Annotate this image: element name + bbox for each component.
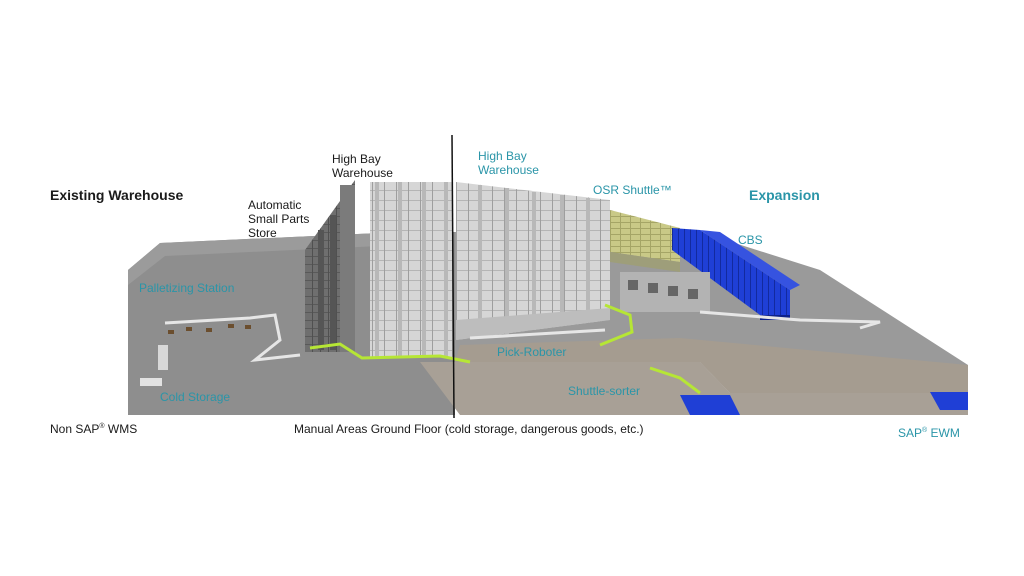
workstations xyxy=(620,272,710,312)
shuttle-sorter-blocks xyxy=(680,392,968,415)
pick-roboter-label: Pick-Roboter xyxy=(497,345,567,359)
palletizing-area xyxy=(168,324,251,334)
cold-storage-label: Cold Storage xyxy=(160,390,231,404)
manual-areas-label: Manual Areas Ground Floor (cold storage,… xyxy=(294,422,644,436)
high-bay-right xyxy=(456,182,610,340)
expansion-label: Expansion xyxy=(749,187,820,203)
high-bay-left xyxy=(370,182,452,357)
osr-shuttle xyxy=(610,210,680,272)
osr-shuttle-label: OSR Shuttle™ xyxy=(593,183,672,197)
palletizing-station-label: Palletizing Station xyxy=(139,281,235,295)
conveyor-green xyxy=(309,303,701,395)
existing-warehouse-label: Existing Warehouse xyxy=(50,187,184,203)
sap-ewm-label: SAP® EWM xyxy=(898,426,960,440)
cold-storage-area xyxy=(140,345,168,386)
automatic-small-parts-store xyxy=(305,180,355,352)
shuttle-sorter-label: Shuttle-sorter xyxy=(568,384,641,398)
cbs-label: CBS xyxy=(738,233,763,247)
non-sap-wms-label: Non SAP® WMS xyxy=(50,422,138,436)
high-bay-right-label: High Bay Warehouse xyxy=(478,149,539,177)
high-bay-left-label: High Bay Warehouse xyxy=(332,152,393,180)
conveyor-white xyxy=(164,310,881,363)
automatic-small-parts-label: Automatic Small Parts Store xyxy=(248,198,310,240)
divider-line xyxy=(451,134,455,419)
